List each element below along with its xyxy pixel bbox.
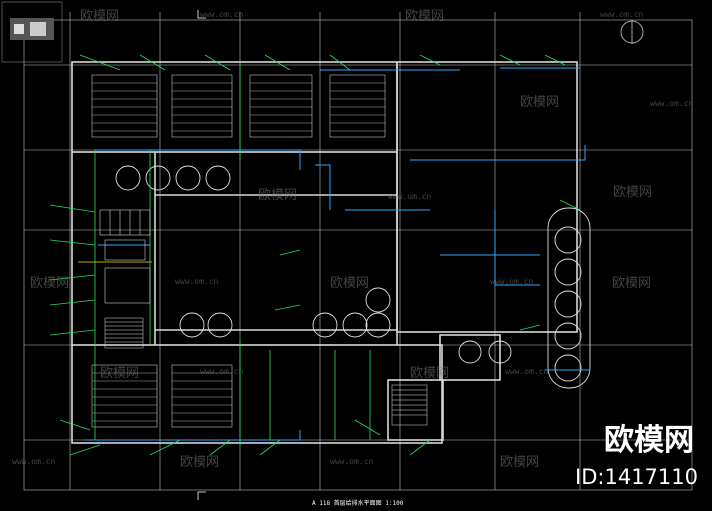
svg-text:欧模网: 欧模网 — [30, 276, 69, 291]
svg-text:欧模网: 欧模网 — [520, 95, 559, 110]
svg-text:www.om.cn: www.om.cn — [650, 99, 694, 108]
svg-text:www.om.cn: www.om.cn — [200, 367, 244, 376]
round-tables — [115, 165, 591, 389]
drain-pipes — [49, 54, 581, 456]
walls — [71, 61, 578, 444]
svg-text:www.om.cn: www.om.cn — [200, 10, 244, 19]
svg-text:欧模网: 欧模网 — [612, 276, 651, 291]
svg-text:欧模网: 欧模网 — [500, 455, 539, 470]
drawing-title: A 118 首层给排水平面图 1:100 — [312, 500, 404, 507]
svg-text:欧模网: 欧模网 — [613, 185, 652, 200]
svg-text:www.om.cn: www.om.cn — [175, 277, 219, 286]
svg-text:www.om.cn: www.om.cn — [600, 10, 644, 19]
svg-text:欧模网: 欧模网 — [180, 455, 219, 470]
svg-text:www.om.cn: www.om.cn — [490, 277, 534, 286]
svg-text:www.om.cn: www.om.cn — [330, 457, 374, 466]
section-markers — [197, 10, 206, 500]
svg-text:欧模网: 欧模网 — [405, 9, 444, 24]
brand-logo-text: 欧模网 — [604, 423, 694, 458]
watermarks: 欧模网 www.om.cn 欧模网 www.om.cn 欧模网 www.om.c… — [12, 9, 694, 470]
svg-text:欧模网: 欧模网 — [330, 276, 369, 291]
model-id-label: ID:1417110 — [575, 465, 698, 489]
axis-grid — [23, 12, 693, 491]
svg-text:www.om.cn: www.om.cn — [12, 457, 56, 466]
svg-text:www.om.cn: www.om.cn — [505, 367, 549, 376]
desk-hatching — [92, 82, 385, 422]
toilet-block — [99, 209, 151, 304]
svg-text:欧模网: 欧模网 — [80, 9, 119, 24]
svg-text:欧模网: 欧模网 — [100, 366, 139, 381]
north-arrow-icon — [620, 20, 644, 44]
svg-text:www.om.cn: www.om.cn — [388, 192, 432, 201]
svg-text:欧模网: 欧模网 — [258, 188, 297, 203]
key-plan-thumbnail — [1, 1, 63, 63]
water-supply-pipes — [85, 67, 590, 441]
stairs — [104, 317, 428, 426]
desk-arrays — [91, 74, 386, 428]
svg-text:欧模网: 欧模网 — [410, 366, 449, 381]
